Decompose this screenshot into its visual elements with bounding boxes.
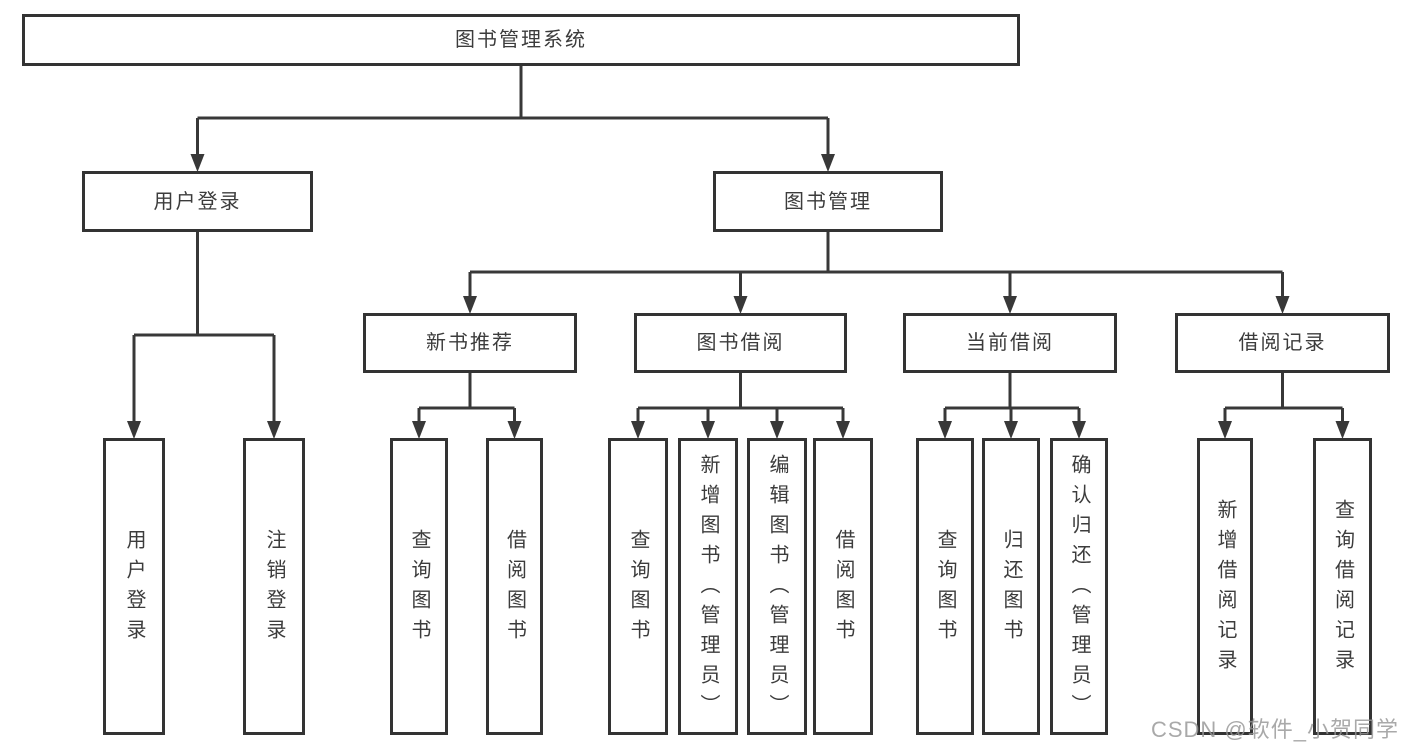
node-cb-return: 归还图书 [982, 438, 1040, 735]
arrowhead [631, 421, 645, 439]
node-bb-borrow: 借阅图书 [813, 438, 873, 735]
arrowhead [836, 421, 850, 439]
arrowhead [770, 421, 784, 439]
arrowhead [463, 296, 477, 314]
arrowhead [701, 421, 715, 439]
node-current-borrow: 当前借阅 [903, 313, 1117, 373]
arrowhead [1335, 421, 1350, 439]
watermark: CSDN @软件_小贺同学 [1150, 717, 1399, 742]
node-br-add: 新增借阅记录 [1197, 438, 1253, 735]
connector-lines [132, 66, 1344, 425]
arrowhead [1003, 296, 1017, 314]
node-nb-borrow: 借阅图书 [486, 438, 543, 735]
arrowhead [1275, 296, 1290, 314]
node-cb-query: 查询图书 [916, 438, 974, 735]
node-nb-query: 查询图书 [390, 438, 448, 735]
arrowhead [127, 421, 141, 439]
node-borrow-record: 借阅记录 [1175, 313, 1390, 373]
node-bb-query: 查询图书 [608, 438, 668, 735]
node-new-book-rec: 新书推荐 [363, 313, 577, 373]
node-book-mgmt: 图书管理 [713, 171, 943, 232]
arrowhead [938, 421, 952, 439]
arrowhead [821, 154, 835, 172]
arrowhead [1218, 421, 1232, 439]
node-root: 图书管理系统 [22, 14, 1020, 66]
node-user-login: 用户登录 [82, 171, 313, 232]
node-cb-confirm: 确认归还（管理员） [1050, 438, 1108, 735]
node-bb-edit: 编辑图书（管理员） [747, 438, 807, 735]
node-book-borrow: 图书借阅 [634, 313, 847, 373]
arrowhead [507, 421, 522, 439]
arrowhead [267, 421, 281, 439]
arrowhead [1004, 421, 1018, 439]
node-leaf-user-login: 用户登录 [103, 438, 165, 735]
arrowhead [1072, 421, 1086, 439]
node-br-query: 查询借阅记录 [1313, 438, 1372, 735]
arrowhead [412, 421, 426, 439]
arrowhead [733, 296, 748, 314]
node-leaf-logout: 注销登录 [243, 438, 305, 735]
node-bb-add: 新增图书（管理员） [678, 438, 738, 735]
arrowhead [190, 154, 205, 172]
